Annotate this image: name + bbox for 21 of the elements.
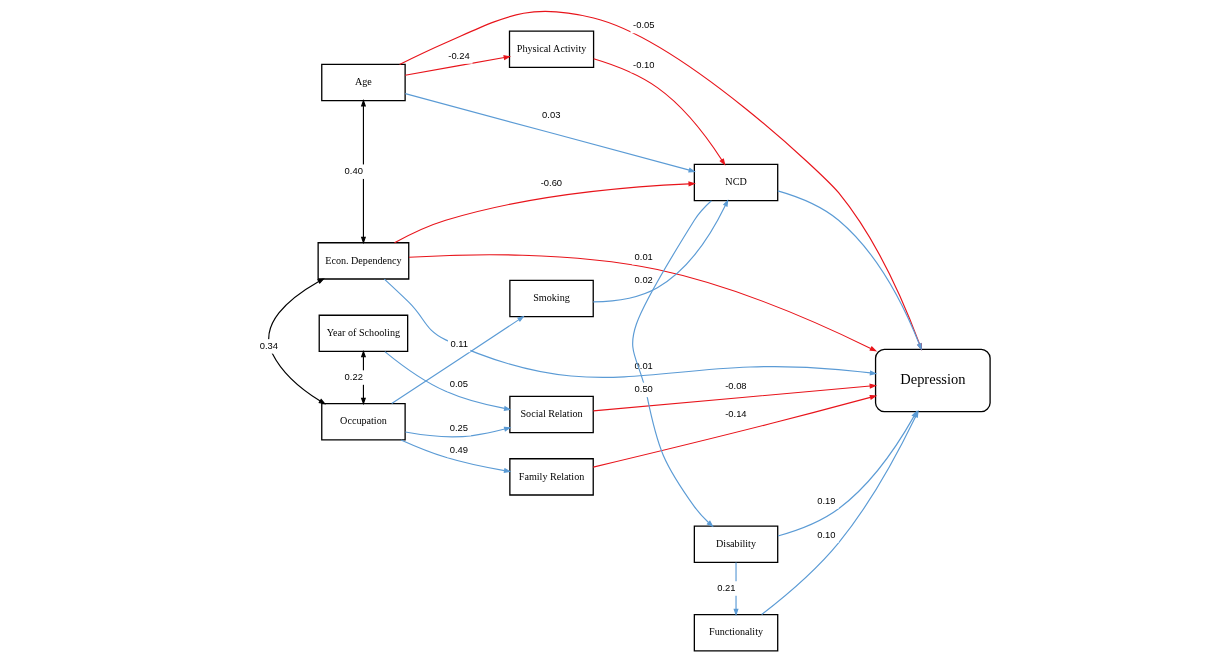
edge-label: 0.19 [816,494,836,506]
edge-label: 0.03 [541,108,560,120]
edge-label: 0.01 [634,360,653,372]
edge-label: 0.40 [344,165,363,177]
edge-label: 0.11 [449,338,468,350]
edge-label: 0.01 [634,250,653,262]
edge-label: -0.60 [540,177,562,189]
edge-label: 0.21 [716,581,735,593]
edge-label: 0.22 [344,371,363,383]
edge-label: 0.05 [449,377,468,389]
edge-label: 0.50 [634,383,653,395]
edge-label: -0.24 [447,49,470,61]
edge-label: -0.14 [724,408,747,419]
edge-label: -0.05 [632,19,655,31]
edge-label: 0.25 [449,421,468,433]
edge-label: 0.49 [449,443,468,455]
edge-label: 0.02 [634,273,653,285]
edge-label: 0.34 [259,339,278,351]
edge-label: -0.08 [724,380,747,392]
edge-label: 0.10 [816,529,836,541]
edge-label: -0.10 [632,58,655,70]
